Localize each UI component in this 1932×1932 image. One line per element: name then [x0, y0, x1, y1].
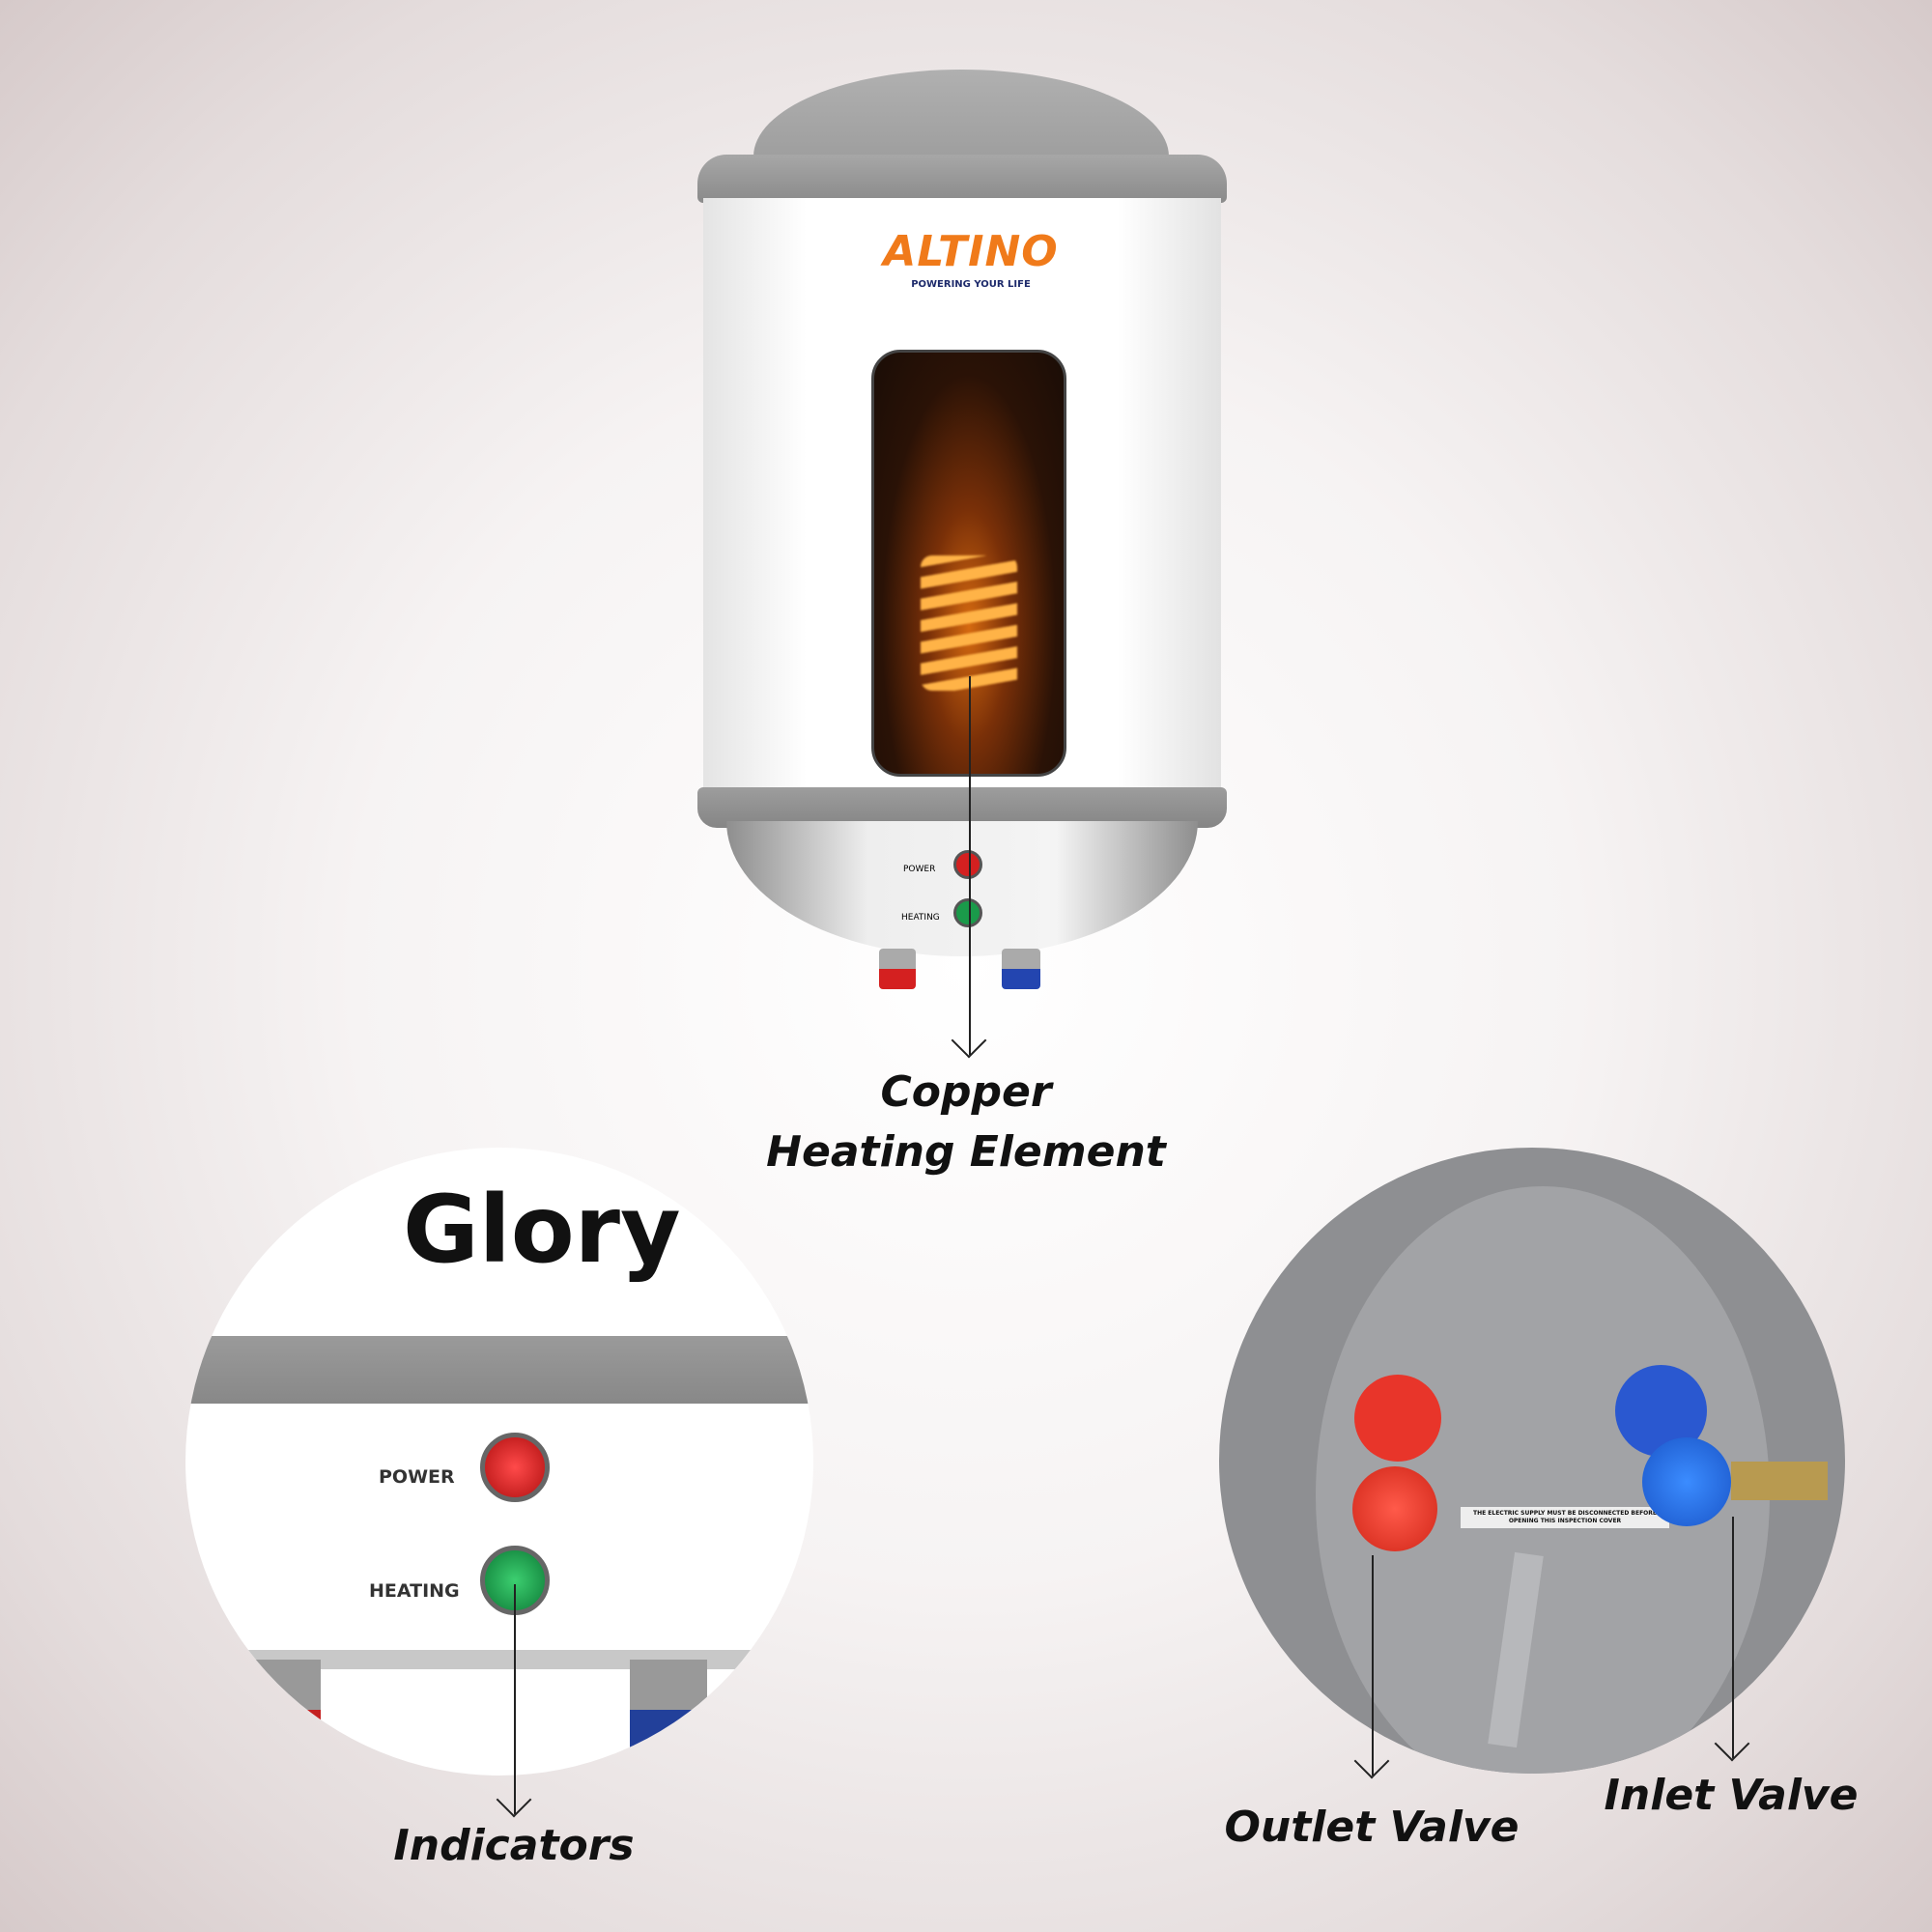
inlet-pipe [1002, 949, 1040, 989]
heating-label: HEATING [369, 1580, 460, 1602]
heating-element-arrow [969, 676, 971, 1055]
valves-detail: THE ELECTRIC SUPPLY MUST BE DISCONNECTED… [1219, 1148, 1845, 1774]
model-name: Glory [403, 1176, 681, 1284]
heating-element-label-line1: Copper [880, 1067, 1052, 1117]
inlet-valve-arrow [1732, 1517, 1734, 1758]
power-label: POWER [379, 1466, 455, 1488]
brand-tagline: POWERING YOUR LIFE [911, 279, 1031, 290]
inlet-valve-cap [1642, 1437, 1731, 1526]
heating-element-label: Copper Heating Element [766, 1063, 1166, 1182]
indicators-label: Indicators [393, 1821, 635, 1870]
indicators-arrow [514, 1584, 516, 1814]
inlet-pipe [630, 1660, 707, 1776]
brand-logo: ALTINO POWERING YOUR LIFE [860, 228, 1082, 291]
copper-coil-icon [921, 555, 1017, 691]
heating-element-label-line2: Heating Element [766, 1127, 1166, 1177]
top-band [697, 155, 1227, 203]
inlet-valve-label: Inlet Valve [1604, 1771, 1859, 1820]
outlet-pipe [879, 949, 916, 989]
power-indicator [480, 1433, 550, 1502]
warning-sticker: THE ELECTRIC SUPPLY MUST BE DISCONNECTED… [1461, 1507, 1669, 1528]
outlet-valve-arrow [1372, 1555, 1374, 1776]
outlet-pipe [243, 1660, 321, 1776]
bottom-dome [726, 821, 1198, 956]
brass-fitting [1731, 1462, 1828, 1500]
outlet-valve [1354, 1375, 1441, 1462]
panel-label-heating: HEATING [901, 913, 940, 923]
power-light [953, 850, 982, 879]
panel-label-power: POWER [903, 865, 936, 874]
gray-band [185, 1336, 813, 1404]
outlet-valve-label: Outlet Valve [1224, 1803, 1520, 1852]
indicators-detail: Glory POWER HEATING [185, 1148, 813, 1776]
outlet-valve-cap [1352, 1466, 1437, 1551]
heating-light [953, 898, 982, 927]
brand-name: ALTINO [883, 227, 1059, 276]
